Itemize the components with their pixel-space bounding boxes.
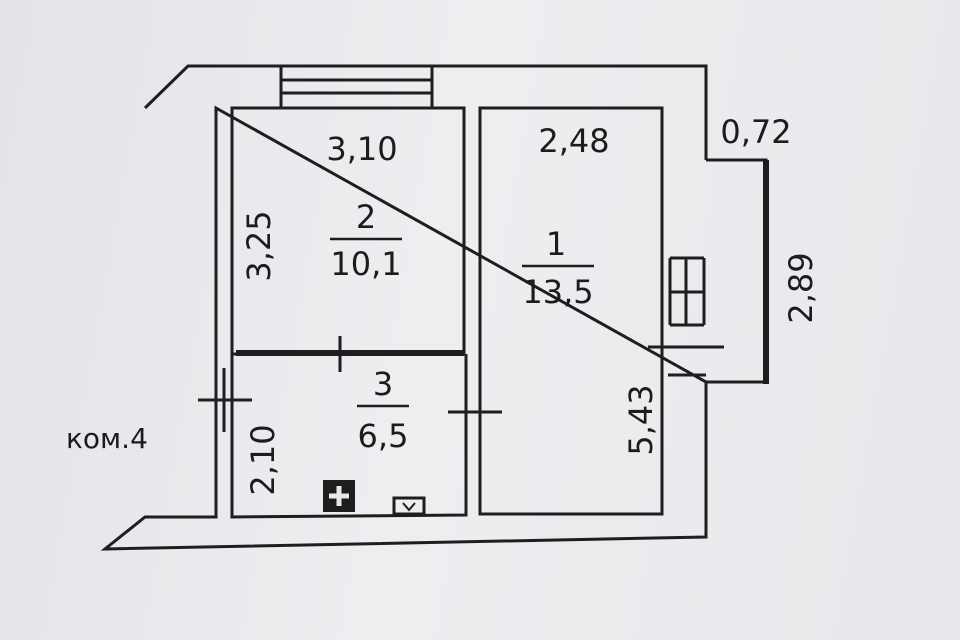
room-2-width-label: 3,10: [326, 130, 397, 168]
sink-icon: [323, 480, 355, 512]
room-3-area: 6,5: [358, 417, 409, 455]
balcony-window: [668, 256, 706, 327]
room-3-number: 3: [373, 365, 393, 403]
balcony-width-label: 0,72: [720, 113, 791, 151]
room-2-area: 10,1: [330, 245, 401, 283]
room-2-height-label: 3,25: [240, 210, 278, 281]
balcony-outline: [706, 158, 768, 384]
neighbor-room-label: ком.4: [66, 422, 148, 455]
balcony-length-label: 2,89: [782, 252, 820, 323]
door-marker-balcony: [648, 325, 724, 377]
room-1-width-label: 2,48: [538, 122, 609, 160]
room-1-area: 13,5: [522, 273, 593, 311]
door-marker-left: [198, 368, 252, 432]
room-2-number: 2: [356, 198, 376, 236]
room-1-outline: [478, 106, 664, 516]
top-window: [279, 66, 434, 108]
outer-wall: [100, 64, 708, 551]
room-3-height-label: 2,10: [244, 424, 282, 495]
door-marker-middle: [448, 385, 502, 440]
room-1-number: 1: [546, 225, 566, 263]
room-1-height-label: 5,43: [622, 384, 660, 455]
toilet-icon: [392, 496, 426, 516]
